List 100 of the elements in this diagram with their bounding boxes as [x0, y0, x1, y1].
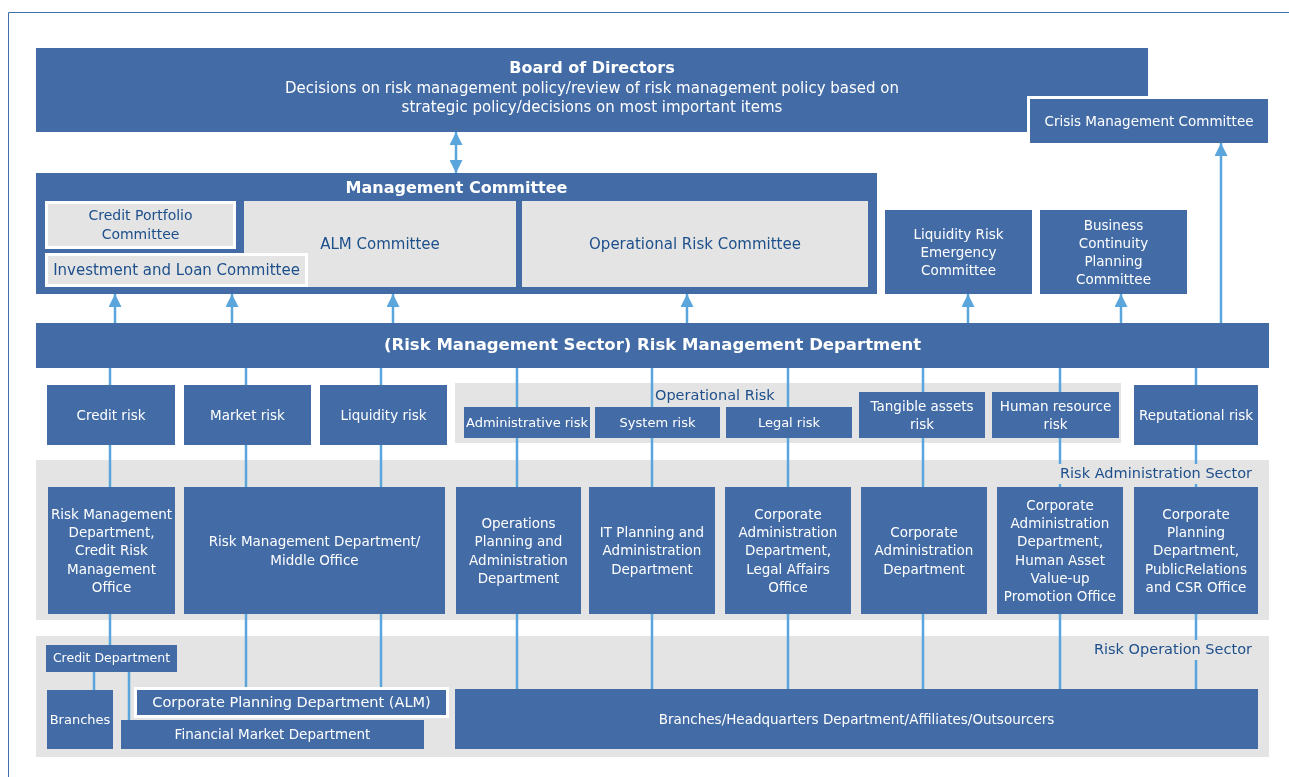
arrow: [680, 294, 694, 323]
box-label: Legal risk: [757, 413, 821, 432]
band-label: Operational Risk: [655, 386, 775, 405]
box-label: Crisis Management Committee: [1044, 111, 1254, 131]
box-label: Reputational risk: [1138, 405, 1254, 425]
committee-box: [45, 253, 308, 287]
box-label: (Risk Management Sector) Risk Management Department: [383, 334, 922, 357]
box-label: System risk: [619, 413, 696, 432]
connector-line: [1058, 368, 1062, 392]
department-box: [589, 487, 715, 614]
connector-line: [650, 438, 654, 487]
box-label: Credit Portfolio Committee: [87, 206, 194, 244]
arrow: [1214, 143, 1228, 323]
department-box: [121, 720, 424, 749]
connector-line: [921, 368, 925, 392]
band-label: Risk Administration Sector: [1057, 464, 1255, 484]
box-label: Operational Risk Committee: [589, 233, 801, 255]
department-box: [46, 645, 177, 672]
connector-line: [379, 368, 383, 385]
box-label: Tangible assets risk: [869, 396, 975, 434]
connector-line: [1194, 614, 1198, 689]
box-label: IT Planning and Administration Department: [598, 523, 706, 578]
box-label: Liquidity risk: [340, 405, 427, 425]
box-label: Corporate Planning Department (ALM): [152, 692, 431, 712]
box-label: Operations Planning and Administration Department: [468, 514, 569, 587]
risk-box: [464, 407, 590, 438]
arrow: [1114, 294, 1128, 323]
department-box: [47, 690, 113, 749]
committee-group-box: [36, 173, 877, 294]
sector-band: [36, 460, 1269, 620]
risk-box: [859, 392, 985, 438]
department-box: [456, 487, 581, 614]
box-label: Business Continuity Planning Committee: [1075, 215, 1152, 289]
department-box: [184, 487, 445, 614]
box-label: Corporate Administration Department: [873, 523, 975, 578]
connector-line: [108, 368, 112, 385]
committee-box: [1027, 96, 1268, 143]
connector-line: [786, 438, 790, 487]
arrow: [225, 294, 239, 323]
arrow: [449, 132, 463, 173]
box-label: Liquidity Risk Emergency Committee: [912, 224, 1005, 280]
connector-line: [921, 438, 925, 487]
risk-box: [885, 210, 1032, 294]
box-label: Branches: [49, 710, 111, 729]
box-label: Administrative risk: [466, 413, 588, 432]
box-label: Corporate Administration Department, Legal Affairs Office: [737, 504, 839, 597]
connector-line: [1058, 614, 1062, 689]
box-label: Investment and Loan Committee: [53, 259, 300, 281]
board-title: Board of Directors: [509, 58, 675, 79]
box-label: Risk Management Department, Credit Risk Management Office: [50, 504, 173, 597]
arrow: [386, 294, 400, 323]
connector-line: [127, 672, 131, 720]
box-label: Market risk: [210, 405, 285, 425]
connector-line: [244, 368, 248, 385]
box-label: Financial Market Department: [174, 725, 371, 744]
connector-line: [244, 445, 248, 487]
committee-box: [45, 201, 236, 249]
department-box: [48, 487, 175, 614]
connector-line: [92, 672, 96, 690]
connector-line: [108, 614, 112, 645]
risk-box: [320, 385, 447, 445]
committee-box: [522, 201, 868, 287]
risk-box: [726, 407, 852, 438]
board-description: Decisions on risk management policy/review of risk management policy based on strategic policy/decisions on most important items: [283, 78, 901, 118]
department-bar: [36, 323, 1269, 368]
box-label: ALM Committee: [320, 233, 440, 255]
connector-line: [786, 614, 790, 689]
department-box: [455, 689, 1258, 749]
sector-band: [36, 636, 1269, 757]
connector-line: [515, 368, 519, 407]
connector-line: [244, 614, 248, 687]
department-box: [861, 487, 987, 614]
department-box: [1134, 487, 1258, 614]
risk-group-band: [455, 383, 1121, 443]
department-box: [997, 487, 1123, 614]
connector-line: [515, 438, 519, 487]
connector-line: [108, 445, 112, 487]
connector-line: [379, 614, 383, 687]
risk-box: [595, 407, 720, 438]
risk-box: [47, 385, 175, 445]
box-label: Corporate Planning Department, PublicRelations and CSR Office: [1144, 504, 1248, 597]
box-label: Human resource risk: [998, 396, 1113, 434]
risk-box: [1134, 385, 1258, 445]
risk-box: [1040, 210, 1187, 294]
box-label: Credit risk: [76, 405, 146, 425]
box-label: Corporate Administration Department, Human Asset Value-up Promotion Office: [1002, 495, 1118, 606]
department-box: [134, 687, 449, 718]
group-heading: Management Committee: [344, 177, 569, 199]
connector-line: [650, 368, 654, 407]
connector-line: [379, 445, 383, 487]
box-label: Branches/Headquarters Department/Affiliates/Outsourcers: [658, 709, 1055, 729]
connector-line: [786, 368, 790, 407]
connector-line: [921, 614, 925, 689]
box-label: Credit Department: [52, 650, 171, 667]
risk-box: [184, 385, 311, 445]
department-box: [725, 487, 851, 614]
connector-line: [650, 614, 654, 689]
connector-line: [515, 614, 519, 689]
arrow: [108, 294, 122, 323]
box-label: Risk Management Department/ Middle Office: [207, 532, 422, 569]
